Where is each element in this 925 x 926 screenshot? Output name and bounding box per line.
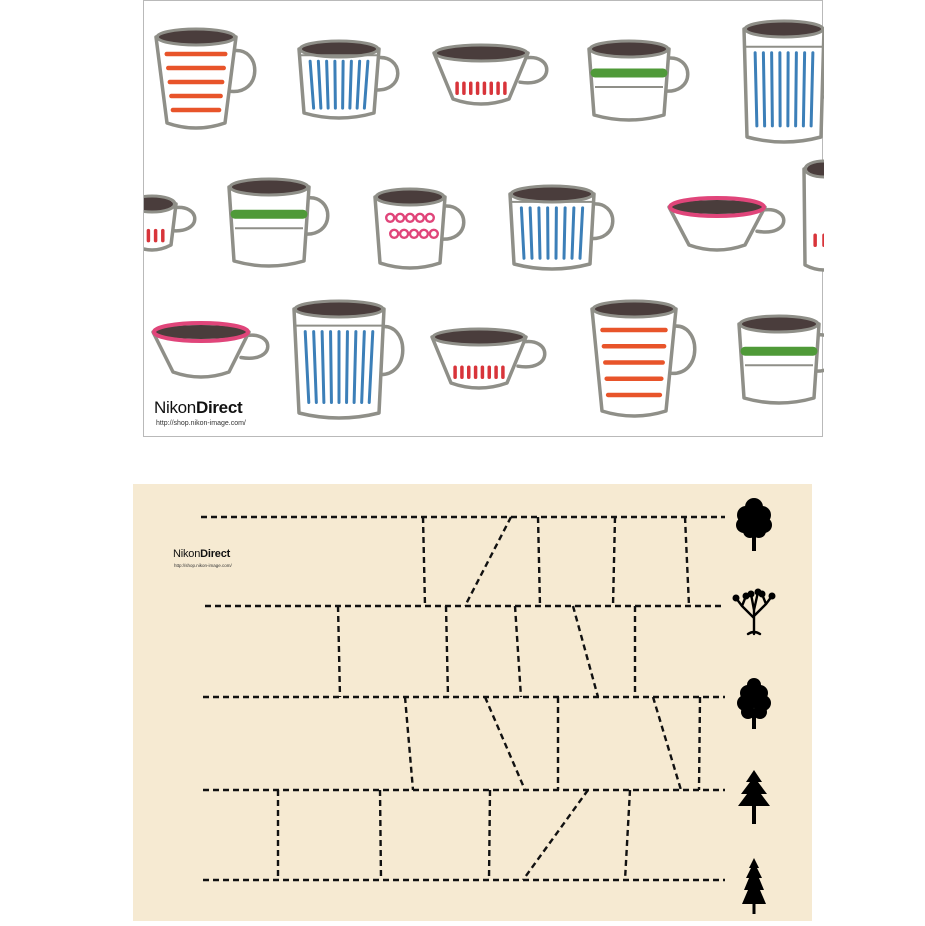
short-mug-4: [587, 39, 690, 122]
tall-mug-1: [154, 27, 257, 130]
bowl-cup-10: [667, 196, 786, 252]
teacup-3: [432, 43, 549, 106]
oak-tree-icon: [736, 498, 772, 551]
short-mug-9: [508, 184, 615, 271]
maze-rung-8: [513, 605, 523, 698]
maze-rung-19: [522, 789, 589, 881]
maze-rung-9: [571, 605, 600, 698]
maze-rung-20: [623, 789, 632, 881]
small-mug-8: [373, 187, 466, 270]
small-mug-6: [144, 194, 197, 252]
maze-rung-6: [336, 605, 342, 698]
short-mug-16: [737, 314, 824, 405]
tall-mug-11: [802, 159, 824, 272]
brand-logo-bold: Direct: [200, 548, 231, 560]
maze-rung-4: [611, 516, 617, 607]
fir-tree-icon: [742, 858, 766, 914]
brand-logo: NikonDirect: [154, 398, 243, 417]
maze-rung-5: [683, 516, 691, 607]
bowl-cup-12: [151, 321, 270, 379]
shop-url: http://shop.nikon-image.com/: [174, 563, 232, 568]
teacup-14: [430, 327, 547, 390]
short-mug-7: [227, 177, 330, 268]
shop-url: http://shop.nikon-image.com/: [156, 420, 246, 427]
tall-mug-13: [292, 299, 405, 420]
tall-mug-5: [742, 19, 824, 144]
cups-illustration: [144, 19, 824, 420]
brand-logo-bold: Direct: [195, 398, 243, 417]
maze-postcard: NikonDirect http://shop.nikon-image.com/: [133, 484, 812, 921]
amidakuji-maze: [201, 498, 776, 914]
maze-rung-14: [651, 696, 683, 791]
maze-rung-1: [421, 516, 427, 607]
maze-rung-15: [697, 696, 702, 791]
cups-postcard: NikonDirect http://shop.nikon-image.com/: [143, 0, 824, 437]
maze-lines: [201, 515, 725, 882]
brand-logo: NikonDirect: [173, 549, 230, 560]
maze-rung-3: [536, 516, 542, 607]
brand-logo-light: Nikon: [173, 548, 201, 560]
bare-tree-icon: [732, 588, 776, 636]
maze-rung-18: [487, 789, 492, 881]
maze-rung-11: [403, 696, 415, 791]
tree-icons: [732, 498, 776, 914]
pine-tree-icon: [738, 770, 770, 824]
bushy-tree-icon: [737, 678, 771, 729]
brand-logo-light: Nikon: [154, 398, 196, 417]
maze-rung-12: [483, 696, 527, 791]
maze-rung-2: [463, 516, 513, 607]
maze-rung-17: [378, 789, 383, 881]
short-mug-2: [297, 39, 400, 120]
maze-rung-7: [444, 605, 450, 698]
tall-mug-15: [590, 299, 697, 418]
